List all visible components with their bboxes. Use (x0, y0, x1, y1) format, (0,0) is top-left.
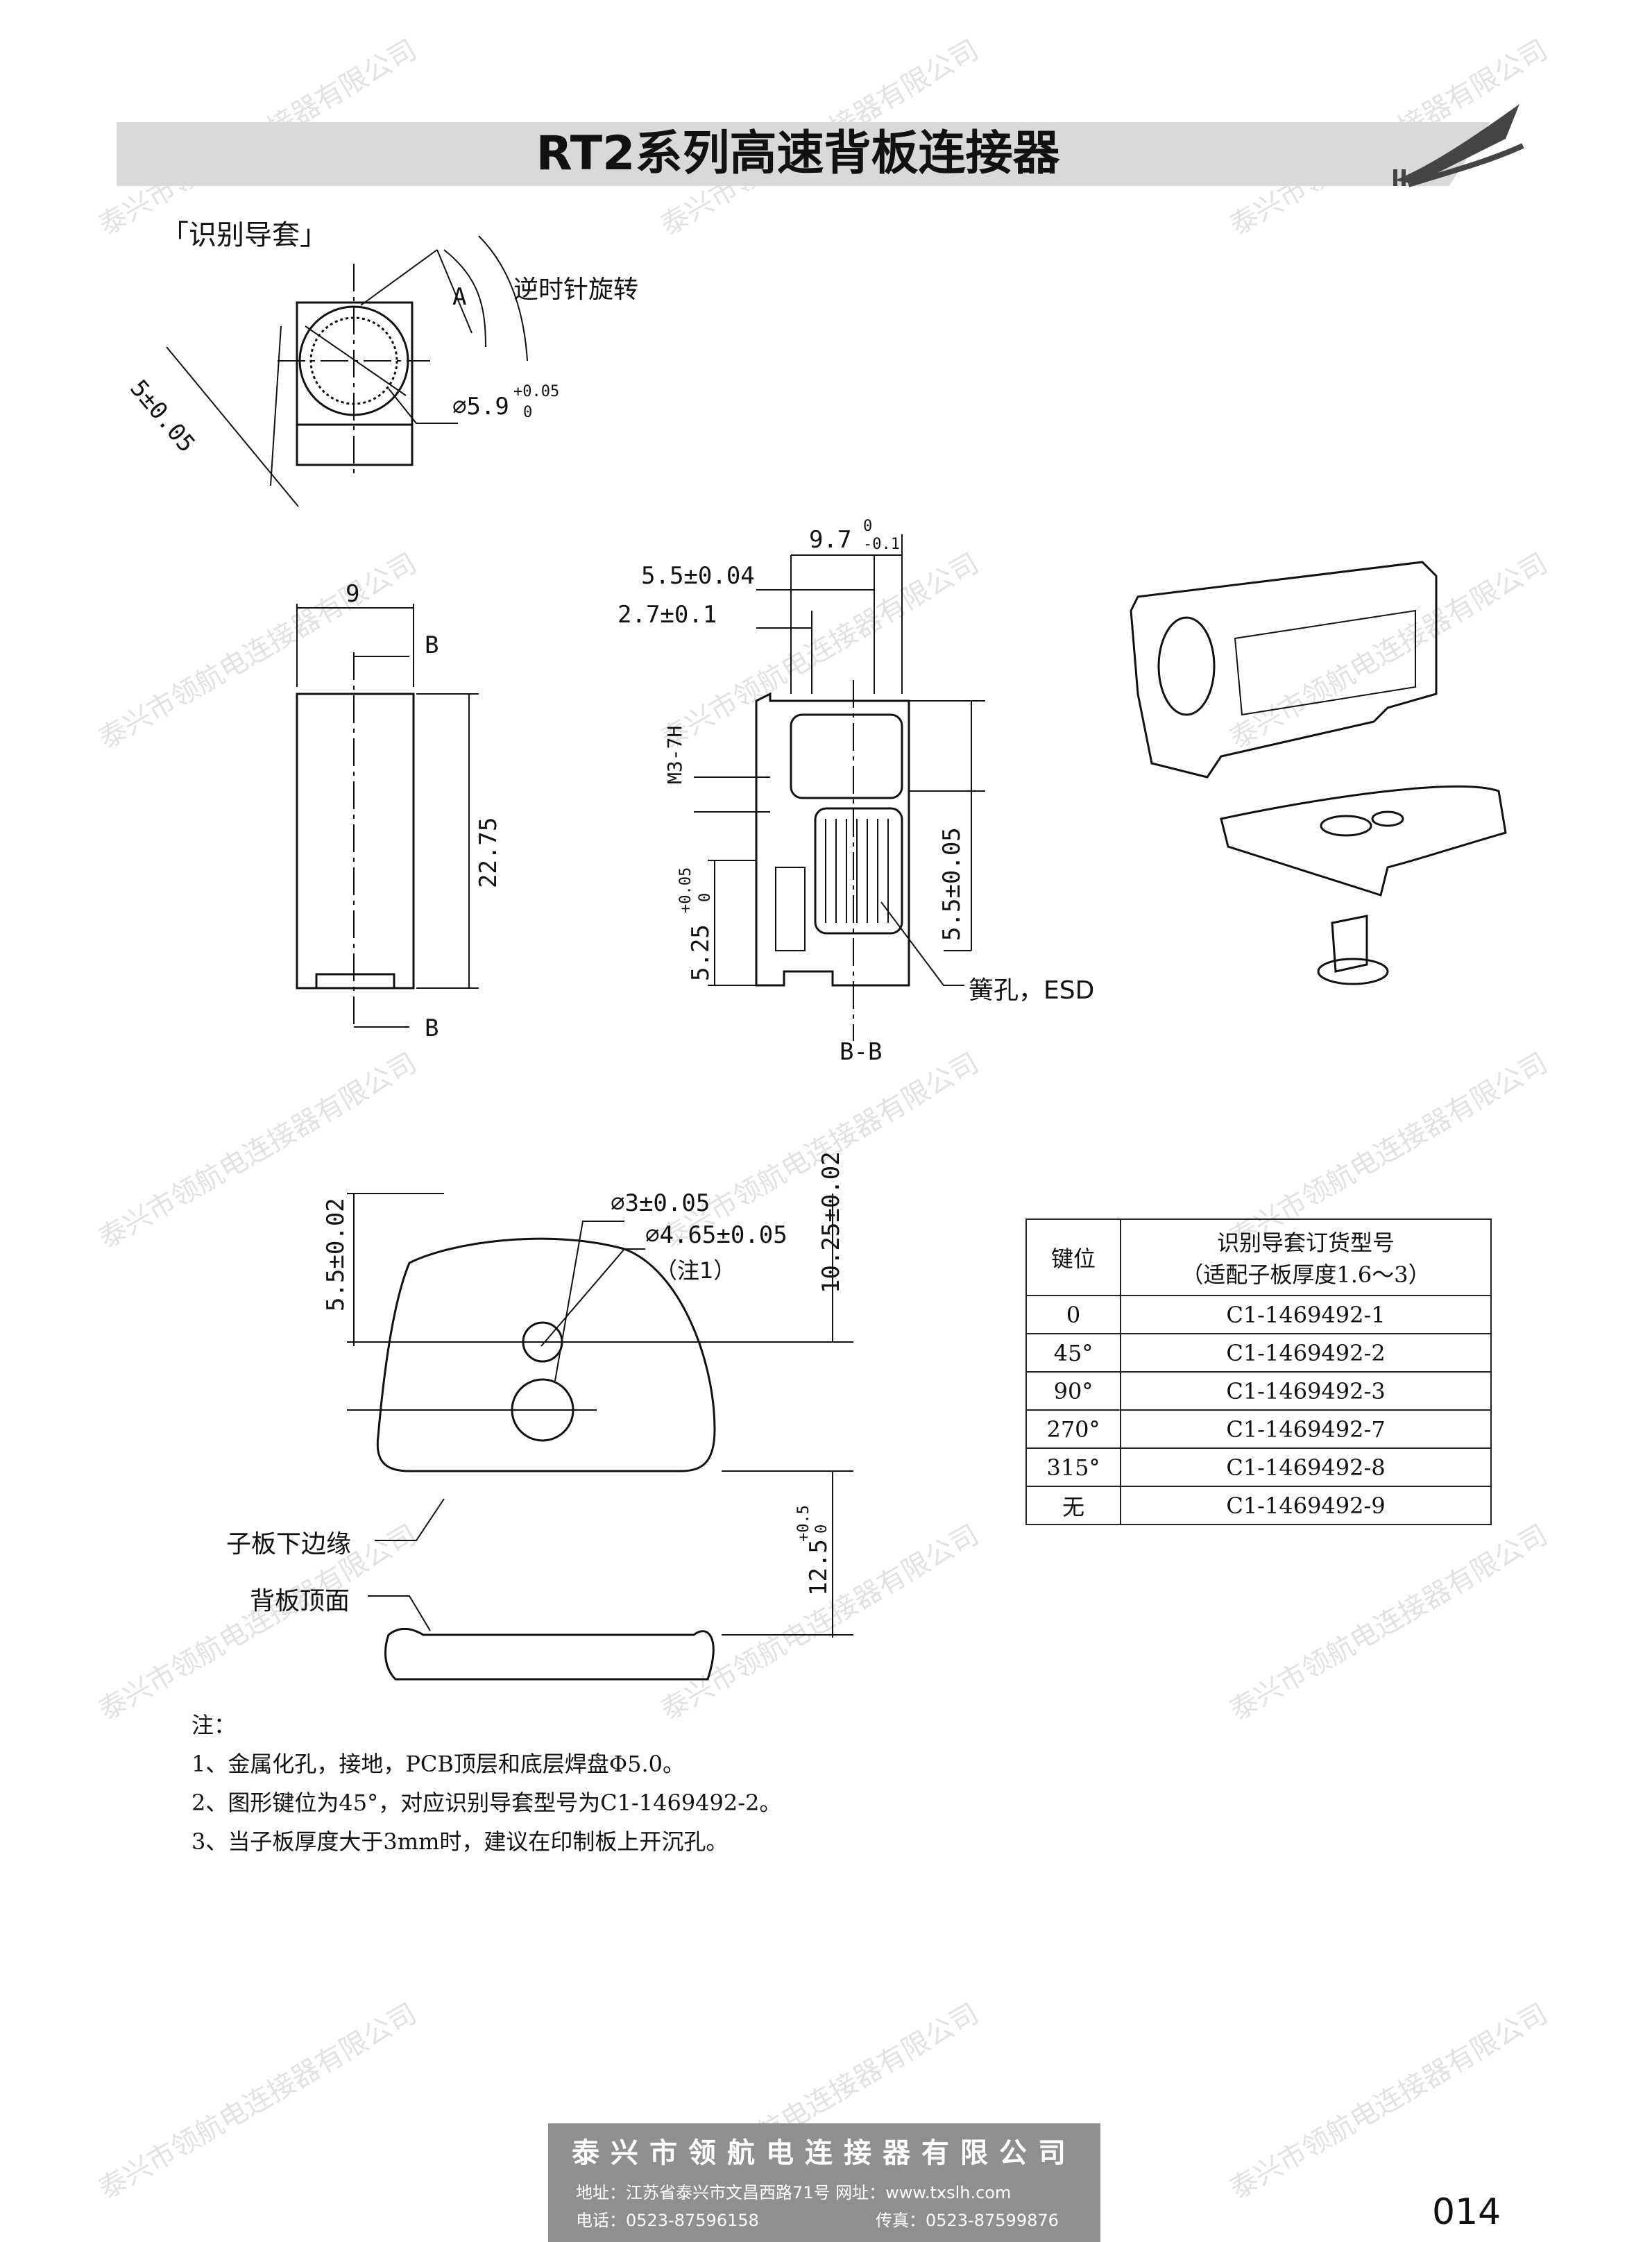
footer-company: 泰兴市领航电连接器有限公司 (572, 2137, 1077, 2169)
daughter-edge-label: 子板下边缘 (226, 1530, 352, 1559)
table-row: 270° C1-1469492-7 (1025, 1409, 1492, 1449)
row-key: 270° (1025, 1409, 1121, 1449)
row-key: 90° (1025, 1371, 1121, 1411)
row-model: C1-1469492-3 (1120, 1371, 1492, 1411)
note-item: 1、金属化孔，接地，PCB顶层和底层焊盘Φ5.0。 (191, 1751, 686, 1777)
table-header-row: 键位 识别导套订货型号 （适配子板厚度1.6～3） (1025, 1218, 1492, 1296)
section-mark-bottom: B (425, 1014, 439, 1042)
rotation-label: 逆时针旋转 (513, 275, 639, 304)
section-dim-total: 9.7 (809, 526, 852, 554)
guide-top-body (296, 301, 414, 466)
table-row: 0 C1-1469492-1 (1025, 1295, 1492, 1334)
guide-top-bore (298, 305, 409, 416)
hole-small (522, 1321, 563, 1363)
section-label: 「识别导套」 (161, 219, 327, 251)
section-mark-top: B (425, 631, 439, 659)
row-key: 315° (1025, 1447, 1121, 1487)
guide-side-body (296, 693, 415, 990)
side-dim-height: 22.75 (475, 817, 502, 888)
brand-logo-icon (1393, 104, 1524, 187)
dim-diameter-tol-lower: 0 (523, 404, 533, 421)
header-model-line2: （适配子板厚度1.6～3） (1181, 1262, 1431, 1288)
dim-hole-large: ⌀4.65±0.05 (645, 1221, 787, 1249)
angle-label: A (452, 283, 467, 311)
order-table: 键位 识别导套订货型号 （适配子板厚度1.6～3） 0 C1-1469492-1… (1025, 1218, 1492, 1525)
hole-large (511, 1378, 574, 1442)
note-ref: （注1） (655, 1257, 736, 1284)
page-number: 014 (1432, 2191, 1501, 2233)
section-dim-small: 2.7±0.1 (618, 601, 717, 629)
note-item: 2、图形键位为45°，对应识别导套型号为C1-1469492-2。 (191, 1790, 782, 1816)
dim-width: 5±0.05 (124, 375, 201, 458)
section-dim-total-tol-upper: 0 (863, 518, 873, 535)
section-dim-mid: 5.5±0.04 (641, 562, 755, 590)
watermark: 泰兴市领航电连接器有限公司 (94, 1997, 423, 2206)
page-title: RT2系列高速背板连接器 (536, 126, 1060, 181)
watermark: 泰兴市领航电连接器有限公司 (1225, 547, 1553, 756)
footer-fax: 传真：0523-87599876 (876, 2211, 1059, 2230)
watermark: 泰兴市领航电连接器有限公司 (94, 1046, 423, 1255)
row-model: C1-1469492-9 (1120, 1486, 1492, 1525)
row-model: C1-1469492-1 (1120, 1295, 1492, 1334)
row-key: 0 (1025, 1295, 1121, 1334)
dim-hole-small: ⌀3±0.05 (611, 1189, 710, 1217)
iso-pin (1331, 915, 1368, 973)
note-item: 3、当子板厚度大于3mm时，建议在印制板上开沉孔。 (191, 1828, 729, 1855)
row-key: 无 (1025, 1486, 1121, 1525)
footer-band (548, 2123, 1100, 2242)
watermark: 泰兴市领航电连接器有限公司 (1225, 1518, 1553, 1727)
dim-left: 5.5±0.02 (322, 1198, 350, 1311)
dim-diameter-tol-upper: +0.05 (513, 383, 560, 400)
backplane-section (384, 1627, 715, 1681)
dim-bottom-tol-lower: 0 (813, 1524, 831, 1534)
footer-phone: 电话：0523-87596158 (576, 2211, 759, 2230)
table-row: 315° C1-1469492-8 (1025, 1447, 1492, 1487)
dim-right: 10.25±0.02 (817, 1151, 845, 1293)
section-dim-total-tol-lower: -0.1 (863, 536, 900, 553)
dim-bottom-tol-upper: +0.5 (795, 1505, 812, 1542)
section-body (755, 692, 910, 987)
dim-bottom: 12.5 (805, 1539, 833, 1596)
section-dim-height-a: 5.25 (687, 924, 715, 981)
header-key: 键位 (1025, 1218, 1121, 1296)
side-dim-width: 9 (346, 580, 360, 608)
section-dim-height-b: 5.5±0.05 (938, 827, 966, 941)
row-model: C1-1469492-7 (1120, 1409, 1492, 1449)
table-row: 45° C1-1469492-2 (1025, 1333, 1492, 1373)
row-key: 45° (1025, 1333, 1121, 1373)
row-model: C1-1469492-2 (1120, 1333, 1492, 1373)
row-model: C1-1469492-8 (1120, 1447, 1492, 1487)
section-dim-thread: M3-7H (663, 725, 686, 784)
footer-address: 地址：江苏省泰兴市文昌西路71号 网址：www.txslh.com (576, 2183, 1012, 2202)
header-model-line1: 识别导套订货型号 (1216, 1230, 1395, 1256)
iso-plate (1220, 785, 1507, 897)
section-label: B-B (840, 1038, 883, 1066)
watermark: 泰兴市领航电连接器有限公司 (1225, 1997, 1553, 2206)
dim-diameter: ⌀5.9 (452, 393, 509, 421)
backplane-label: 背板顶面 (250, 1587, 350, 1615)
table-row: 90° C1-1469492-3 (1025, 1371, 1492, 1411)
notes-heading: 注： (191, 1712, 237, 1738)
title-band (117, 122, 1490, 186)
section-dim-height-a-tol-lower: 0 (697, 892, 714, 902)
table-row: 无 C1-1469492-9 (1025, 1486, 1492, 1525)
header-model: 识别导套订货型号 （适配子板厚度1.6～3） (1120, 1218, 1492, 1296)
spring-label: 簧孔，ESD (969, 976, 1095, 1005)
notes: 注： 1、金属化孔，接地，PCB顶层和底层焊盘Φ5.0。 2、图形键位为45°，… (191, 1706, 781, 1861)
watermark: 泰兴市领航电连接器有限公司 (94, 547, 423, 756)
section-dim-height-a-tol-upper: +0.05 (677, 867, 695, 913)
